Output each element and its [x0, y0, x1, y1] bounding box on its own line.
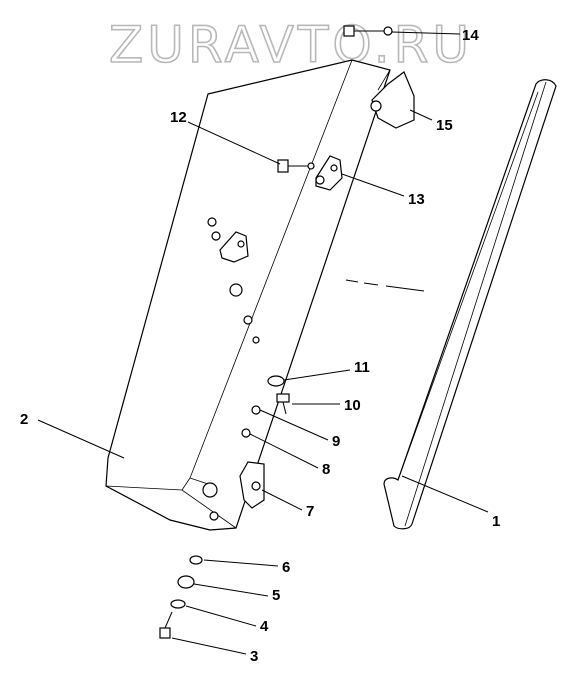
part-1-rod [383, 79, 557, 530]
part-9-nut [251, 405, 261, 415]
callout-8: 8 [322, 461, 330, 478]
part-12-bolt [277, 159, 315, 173]
callout-6: 6 [282, 559, 290, 576]
callout-13: 13 [408, 191, 425, 208]
part-7-lug [239, 461, 265, 509]
part-2-panel [105, 59, 391, 531]
watermark-text: ZURAVTO.RU [109, 16, 473, 74]
callout-12: 12 [170, 109, 187, 126]
fastener-stack-upper [207, 217, 260, 344]
callout-5: 5 [272, 587, 280, 604]
callout-3: 3 [250, 648, 258, 665]
part-15-bracket [370, 71, 415, 129]
part-4-washer [170, 599, 186, 609]
part-5-bushing [177, 575, 195, 589]
callout-1: 1 [492, 513, 500, 530]
callout-14: 14 [462, 27, 479, 44]
callout-9: 9 [332, 433, 340, 450]
leader-lines [37, 31, 489, 655]
callout-4: 4 [260, 618, 269, 635]
part-10-bolt [276, 393, 290, 415]
callout-7: 7 [306, 503, 314, 520]
part-8-nut [241, 428, 251, 438]
part-13-lug [315, 155, 343, 191]
part-3-bolt [159, 611, 173, 639]
part-6-bushing [189, 555, 203, 565]
callout-15: 15 [436, 117, 453, 134]
panel-lower-holes [202, 482, 219, 521]
callout-10: 10 [344, 397, 361, 414]
part-11-washer [267, 375, 285, 387]
callout-2: 2 [20, 411, 28, 428]
part-14-bolt [343, 25, 393, 37]
callout-11: 11 [354, 359, 370, 376]
